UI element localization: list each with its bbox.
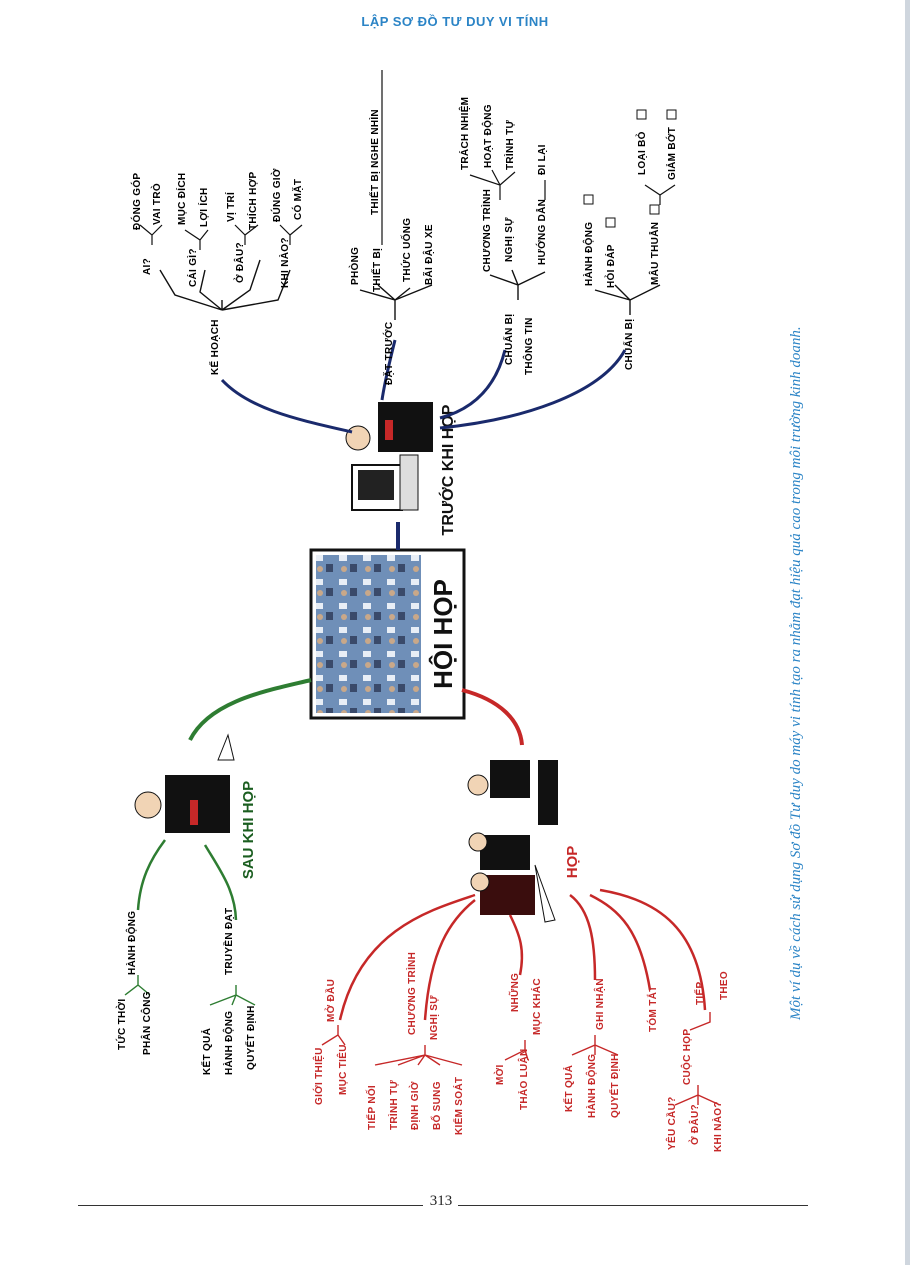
after-connector [190, 680, 311, 740]
plan-label: KẾ HOẠCH [208, 319, 221, 375]
meeting-agenda-5: KIỂM SOÁT [452, 1077, 465, 1135]
prepare-remove: LOẠI BỎ [635, 131, 648, 175]
meeting-title: HỌP [564, 846, 581, 879]
book-equipment: THIẾT BỊ [370, 248, 383, 292]
businessman-phone-icon [135, 735, 234, 833]
book-room: PHÒNG [348, 247, 361, 285]
plan-who-2: VAI TRÒ [150, 183, 163, 225]
meeting-summary: TÓM TẮT [646, 985, 659, 1032]
prep-info-task-1: TRÁCH NHIỆM [458, 97, 471, 170]
prep-info-agenda: CHƯƠNG TRÌNH [480, 189, 493, 272]
prep-info-top: CHUẨN BỊ [502, 314, 515, 365]
meeting-follow-top: TIẾP [693, 982, 706, 1005]
checkbox-icon [584, 195, 593, 204]
meeting-other-2: THẢO LUẬN [517, 1048, 530, 1110]
meeting-agenda-top: CHƯƠNG TRÌNH [405, 952, 418, 1035]
after-action-1: TỨC THỜI [115, 999, 128, 1050]
prepare-label: CHUẨN BỊ [622, 319, 635, 370]
central-node: HỘI HỌP [311, 550, 464, 718]
meeting-record-3: QUYẾT ĐỊNH [608, 1053, 621, 1118]
meeting-follow-1: YÊU CẦU? [665, 1096, 678, 1150]
meeting-record-1: KẾT QUẢ [562, 1065, 575, 1112]
book-parking: BÃI ĐẬU XE [422, 224, 435, 285]
meeting-table-icon [468, 760, 558, 922]
branch-after: SAU KHI HỌP HÀNH ĐỘNG TỨC THỜI PHÂN CÔNG… [115, 735, 257, 1075]
meeting-agenda-bottom: NGHỊ SỰ [429, 995, 440, 1040]
plan-what: CÁI GÌ? [186, 248, 199, 287]
meeting-photo [316, 555, 421, 713]
plan-where-2: THÍCH HỢP [246, 172, 259, 230]
checkbox-icon [667, 110, 676, 119]
businessman-computer-icon [346, 402, 433, 510]
after-communicate: TRUYỀN ĐẠT [222, 908, 235, 975]
before-title: TRƯỚC KHI HỌP [438, 404, 457, 535]
checkbox-icon [637, 110, 646, 119]
plan-when-2: CÓ MẶT [291, 179, 304, 220]
plan-who-1: ĐÓNG GÓP [130, 173, 143, 230]
meeting-opening-1: GIỚI THIỆU [312, 1047, 325, 1105]
branch-before: TRƯỚC KHI HỌP KẾ HOẠCH AI? ĐÓNG GÓP VAI … [130, 70, 678, 535]
plan-what-1: MỤC ĐÍCH [175, 173, 188, 225]
after-action-2: PHÂN CÔNG [140, 991, 153, 1055]
prep-info-tasks: NGHỊ SỰ [504, 217, 515, 262]
prep-info-directions: HƯỚNG DẪN [535, 199, 548, 265]
meeting-agenda-3: ĐỊNH GIỜ [408, 1081, 421, 1130]
prep-info-task-3: TRÌNH TỰ [503, 119, 516, 170]
branch-meeting: HỌP MỞ ĐẦU GIỚI THIỆU MỤC TIÊU CHƯƠNG TR… [312, 760, 730, 1152]
meeting-opening: MỞ ĐẦU [324, 979, 337, 1022]
checkbox-icon [606, 218, 615, 227]
plan-when-1: ĐÚNG GIỜ [270, 168, 283, 222]
meeting-connector [462, 690, 522, 745]
meeting-agenda-2: TRÌNH TỰ [387, 1079, 400, 1130]
prep-info-travel: ĐI LẠI [537, 144, 548, 175]
meeting-record-2: HÀNH ĐỘNG [585, 1054, 598, 1118]
meeting-agenda-1: TIẾP NỐI [364, 1085, 378, 1130]
meeting-agenda-4: BỔ SUNG [430, 1081, 443, 1130]
central-title: HỘI HỌP [428, 579, 458, 689]
footer-rule [78, 1205, 423, 1206]
after-action: HÀNH ĐỘNG [125, 911, 138, 975]
meeting-follow-2: Ở ĐÂU? [688, 1104, 701, 1145]
book-drinks: THỨC UỐNG [399, 218, 413, 282]
after-title: SAU KHI HỌP [240, 781, 257, 879]
after-comm-1: KẾT QUẢ [200, 1028, 213, 1075]
plan-when: KHI NÀO? [278, 237, 291, 288]
meeting-other-bottom: MỤC KHÁC [530, 978, 543, 1035]
prep-info-bottom: THÔNG TIN [522, 317, 535, 375]
meeting-other-top: NHỮNG [508, 973, 521, 1012]
prepare-action: HÀNH ĐỘNG [582, 222, 595, 286]
meeting-opening-2: MỤC TIÊU [336, 1044, 349, 1095]
page-number: 313 [424, 1193, 458, 1210]
prepare-reduce: GIẢM BỚT [665, 127, 678, 180]
prep-info-task-2: HOẠT ĐỘNG [481, 104, 494, 168]
meeting-follow-bottom: THEO [719, 971, 730, 1000]
plan-what-2: LỢI ÍCH [197, 187, 210, 227]
figure-caption: Một ví dụ về cách sử dụng Sơ đồ Tư duy d… [788, 200, 805, 1020]
meeting-other-1: MỜI [493, 1064, 506, 1085]
meeting-follow-sub: CUỘC HỌP [680, 1029, 693, 1085]
book-equipment-av: THIẾT BỊ NGHE NHÌN [368, 109, 381, 215]
after-comm-3: QUYẾT ĐỊNH [244, 1005, 257, 1070]
plan-where: Ở ĐÂU? [233, 242, 246, 283]
prepare-qa: HỎI ĐÁP [604, 244, 617, 288]
plan-where-1: VỊ TRÍ [224, 192, 237, 222]
footer-rule [458, 1205, 808, 1206]
book-label: ĐẶT TRƯỚC [382, 322, 395, 385]
after-comm-2: HÀNH ĐỘNG [222, 1011, 235, 1075]
checkbox-icon [650, 205, 659, 214]
prepare-conflict: MÂU THUẪN [648, 222, 661, 285]
meeting-record: GHI NHẬN [593, 978, 606, 1030]
plan-who: AI? [142, 258, 153, 275]
meeting-follow-3: KHI NÀO? [711, 1101, 724, 1152]
